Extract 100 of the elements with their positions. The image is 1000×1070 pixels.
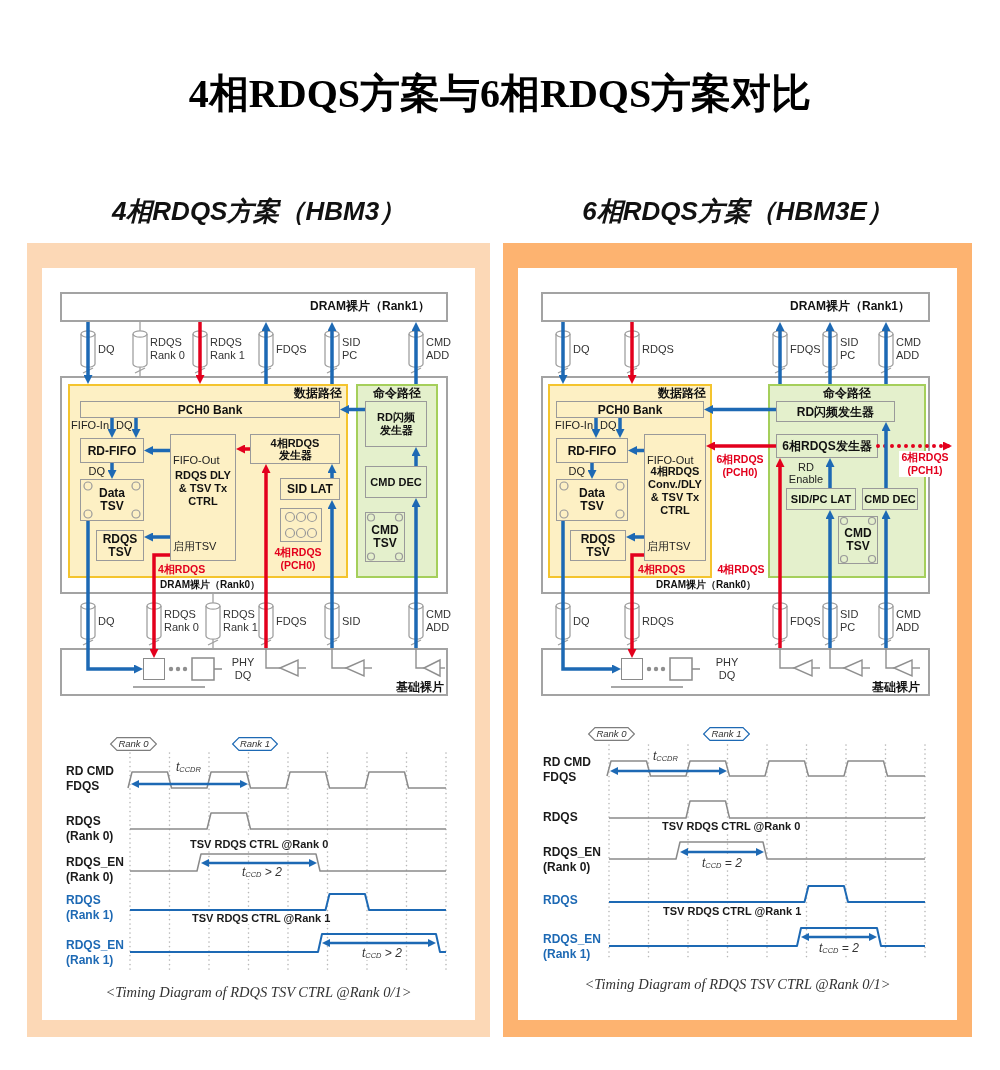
flip-flop bbox=[621, 658, 643, 680]
function-block: CMD DEC bbox=[365, 466, 427, 498]
panel-heading: 6相RDQS方案（HBM3E） bbox=[582, 195, 893, 227]
phy-label: PHY DQ bbox=[714, 656, 740, 682]
signal-label: RDQS bbox=[642, 343, 674, 356]
arrow bbox=[587, 463, 597, 479]
signal-label: RDQS (Rank 0) bbox=[66, 814, 115, 844]
signal-label: DQ bbox=[573, 343, 590, 356]
signal-label: FDQS bbox=[790, 615, 821, 628]
arrow bbox=[149, 553, 170, 658]
function-block: CMD TSV bbox=[838, 516, 878, 564]
arrow bbox=[775, 322, 785, 384]
timing-label: t$_{CCD}$ = 2 bbox=[819, 941, 859, 955]
function-block: RDQS TSV bbox=[96, 530, 144, 561]
edge-label: 启用TSV bbox=[647, 540, 691, 552]
region-box bbox=[68, 384, 348, 578]
die-label: DRAM裸片（Rank0） bbox=[656, 579, 756, 591]
signal-label: FDQS bbox=[276, 343, 307, 356]
function-block: Data TSV bbox=[80, 479, 144, 521]
function-block: RD-FIFO bbox=[556, 438, 628, 463]
edge-label: FIFO-In bbox=[71, 419, 109, 431]
region-label: 命令路径 bbox=[823, 386, 871, 400]
die-label: DRAM裸片（Rank1） bbox=[310, 299, 430, 313]
signal-label: RDQS Rank 1 bbox=[223, 608, 259, 634]
region-box bbox=[548, 384, 712, 578]
timing-label: TSV RDQS CTRL @Rank 1 bbox=[192, 912, 331, 924]
arrow bbox=[591, 418, 601, 438]
timing-label: TSV RDQS CTRL @Rank 0 bbox=[190, 838, 329, 850]
edge-label: 6相RDQS (PCH0) bbox=[715, 453, 765, 479]
arrow bbox=[144, 446, 170, 455]
region-box bbox=[356, 384, 438, 578]
signal-label: RDQS Rank 0 bbox=[150, 336, 186, 362]
timing-label: t$_{CCD}$ > 2 bbox=[362, 946, 402, 960]
region-label: 命令路径 bbox=[373, 386, 421, 400]
signal-label: CMD ADD bbox=[426, 336, 453, 362]
edge-label: 4相RDQS bbox=[158, 563, 206, 576]
signal-label: RDQS_EN (Rank 0) bbox=[66, 855, 125, 885]
edge-label: RD Enable bbox=[787, 461, 825, 485]
arrow bbox=[881, 510, 891, 648]
edge-label: 启用TSV bbox=[173, 540, 217, 552]
arrow bbox=[144, 532, 170, 542]
signal-label: SID PC bbox=[840, 608, 860, 634]
function-block: SID/PC LAT bbox=[786, 488, 856, 510]
arrow bbox=[615, 418, 625, 438]
arrow bbox=[327, 500, 337, 648]
function-block: RD-FIFO bbox=[80, 438, 144, 463]
signal-label: DQ bbox=[98, 343, 115, 356]
arrow bbox=[627, 553, 644, 658]
region-label: 数据路径 bbox=[658, 386, 706, 400]
arrow bbox=[327, 464, 337, 478]
signal-label: FDQS bbox=[276, 615, 307, 628]
arrow bbox=[775, 458, 785, 648]
signal-label: RD CMD FDQS bbox=[66, 764, 115, 794]
signal-label: CMD ADD bbox=[896, 336, 923, 362]
signal-label: DQ bbox=[573, 615, 590, 628]
arrow bbox=[107, 418, 117, 438]
signal-label: CMD ADD bbox=[896, 608, 923, 634]
die-box bbox=[60, 292, 448, 322]
timing-label: t$_{CCD}$ = 2 bbox=[702, 856, 742, 870]
arrow bbox=[561, 521, 621, 674]
edge-label: DQ bbox=[568, 465, 585, 477]
function-block: 4相RDQS发生器 bbox=[250, 434, 340, 464]
title: 4相RDQS方案与6相RDQS方案对比 bbox=[188, 70, 812, 118]
die-label: DRAM裸片（Rank0） bbox=[160, 579, 260, 591]
dotted-arrow bbox=[876, 441, 954, 451]
signal-label: DQ bbox=[98, 615, 115, 628]
function-block: SID LAT bbox=[280, 478, 340, 500]
arrow bbox=[825, 510, 835, 648]
die-box bbox=[60, 648, 448, 696]
panel-heading: 4相RDQS方案（HBM3） bbox=[111, 195, 406, 227]
arrow bbox=[261, 322, 271, 384]
signal-label: SID bbox=[342, 615, 361, 628]
signal-label: CMD ADD bbox=[426, 608, 453, 634]
signal-label: RD CMD FDQS bbox=[543, 755, 592, 785]
signal-label: FDQS bbox=[790, 343, 821, 356]
arrow bbox=[83, 322, 93, 384]
timing-label: TSV RDQS CTRL @Rank 1 bbox=[663, 905, 802, 917]
arrow bbox=[626, 532, 644, 542]
die-box bbox=[541, 648, 930, 696]
signal-label: RDQS bbox=[543, 810, 579, 825]
die-label: 基础裸片 bbox=[396, 680, 444, 694]
edge-label: 4相RDQS bbox=[716, 563, 766, 576]
arrow bbox=[86, 521, 143, 674]
die-label: DRAM裸片（Rank1） bbox=[790, 299, 910, 313]
signal-label: RDQS_EN (Rank 0) bbox=[543, 845, 602, 875]
edge-label: 4相RDQS (PCH0) bbox=[273, 546, 323, 572]
arrow bbox=[107, 463, 117, 479]
edge-label: FIFO-Out bbox=[173, 454, 220, 466]
function-block: CMD DEC bbox=[862, 488, 918, 510]
edge-label: 6相RDQS (PCH1) bbox=[899, 451, 951, 477]
die-box bbox=[60, 376, 448, 594]
arrow bbox=[706, 441, 776, 451]
signal-label: RDQS bbox=[543, 893, 579, 908]
caption: <Timing Diagram of RDQS TSV CTRL @Rank 0/1> bbox=[584, 975, 891, 993]
signal-label: RDQS Rank 1 bbox=[210, 336, 246, 362]
caption: <Timing Diagram of RDQS TSV CTRL @Rank 0/1> bbox=[105, 983, 412, 1001]
function-block: RDQS TSV bbox=[570, 530, 626, 561]
die-box bbox=[541, 292, 930, 322]
edge-label: FIFO-Out bbox=[647, 454, 694, 466]
edge-label: FIFO-In bbox=[555, 419, 593, 431]
